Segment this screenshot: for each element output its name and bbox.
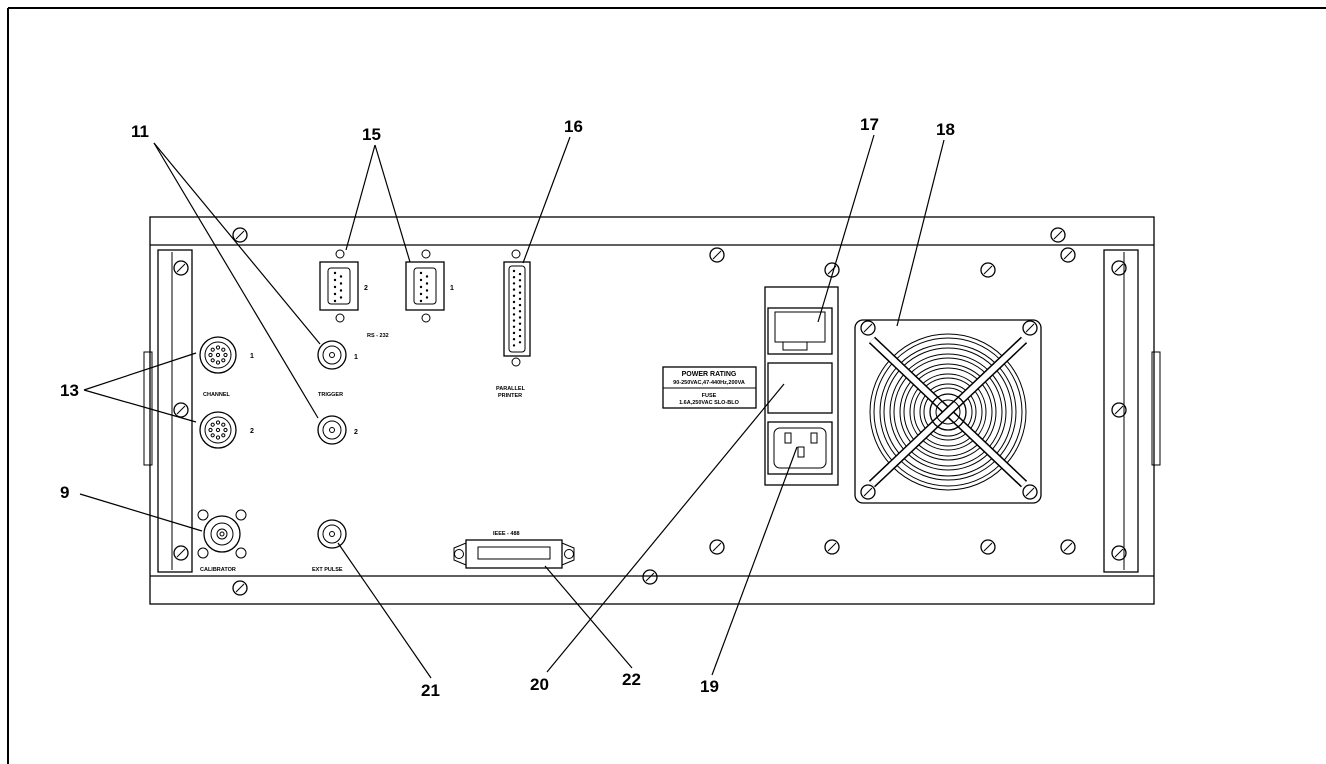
- fuse-title: FUSE: [702, 393, 717, 399]
- power-rating-spec: 90-250VAC,47-440Hz,200VA: [673, 380, 745, 386]
- ext-pulse-bnc: [317, 519, 347, 549]
- screw-21: [1022, 484, 1038, 500]
- screw-0: [232, 227, 248, 243]
- trigger-bnc-1: [317, 340, 347, 370]
- page-border: [7, 7, 1326, 764]
- ieee-488-label: IEEE - 488: [493, 531, 520, 537]
- callout-22: 22: [622, 670, 641, 689]
- screw-16: [1060, 539, 1076, 555]
- screw-10: [1111, 260, 1127, 276]
- screw-2: [173, 402, 189, 418]
- callout-11: 11: [131, 122, 149, 141]
- screw-4: [232, 580, 248, 596]
- screw-17: [642, 569, 658, 585]
- callout-20: 20: [530, 675, 549, 694]
- ext-pulse-label: EXT PULSE: [312, 567, 343, 573]
- trigger-1-number: 1: [354, 354, 358, 361]
- calibrator-label: CALIBRATOR: [200, 567, 236, 573]
- rs232-port-2: [319, 249, 359, 323]
- screw-11: [1111, 402, 1127, 418]
- screw-3: [173, 545, 189, 561]
- callout-18: 18: [936, 120, 955, 139]
- trigger-bnc-2: [317, 415, 347, 445]
- screw-8: [1050, 227, 1066, 243]
- rs232-2-number: 2: [364, 285, 368, 292]
- screw-19: [1022, 320, 1038, 336]
- callout-15: 15: [362, 125, 381, 144]
- channel-connector-1: [199, 336, 237, 374]
- screw-13: [709, 539, 725, 555]
- cooling-fan: [854, 319, 1042, 504]
- channel-1-number: 1: [250, 353, 254, 360]
- screw-12: [1111, 545, 1127, 561]
- power-rating-title: POWER RATING: [682, 371, 737, 378]
- power-rating-plate: [662, 366, 757, 409]
- screw-1: [173, 260, 189, 276]
- callout-13: 13: [60, 381, 79, 400]
- screw-7: [980, 262, 996, 278]
- screw-14: [824, 539, 840, 555]
- trigger-2-number: 2: [354, 429, 358, 436]
- screw-20: [860, 484, 876, 500]
- rs232-label: RS - 232: [367, 333, 389, 339]
- channel-label: CHANNEL: [203, 392, 231, 398]
- callout-19: 19: [700, 677, 719, 696]
- fuse-spec: 1.6A,250VAC SLO-BLO: [679, 400, 740, 406]
- rs232-1-number: 1: [450, 285, 454, 292]
- screw-18: [860, 320, 876, 336]
- screw-15: [980, 539, 996, 555]
- channel-connector-2: [199, 411, 237, 449]
- channel-2-number: 2: [250, 428, 254, 435]
- callout-9: 9: [60, 483, 69, 502]
- screw-5: [709, 247, 725, 263]
- callout-leader-lines: [79, 134, 945, 679]
- chassis-screws: [173, 227, 1127, 596]
- parallel-label-1: PARALLEL: [496, 386, 526, 392]
- rs232-port-1: [405, 249, 445, 323]
- screw-9: [1060, 247, 1076, 263]
- callout-17: 17: [860, 115, 879, 134]
- callout-16: 16: [564, 117, 583, 136]
- parallel-label-2: PRINTER: [498, 393, 522, 399]
- calibrator-connector: [197, 509, 247, 559]
- ieee-488-port: [453, 539, 575, 569]
- callout-21: 21: [421, 681, 440, 700]
- trigger-label: TRIGGER: [318, 392, 343, 398]
- power-entry-module: [764, 286, 839, 486]
- parallel-printer-port: [503, 249, 531, 367]
- chassis-outline: [143, 216, 1161, 605]
